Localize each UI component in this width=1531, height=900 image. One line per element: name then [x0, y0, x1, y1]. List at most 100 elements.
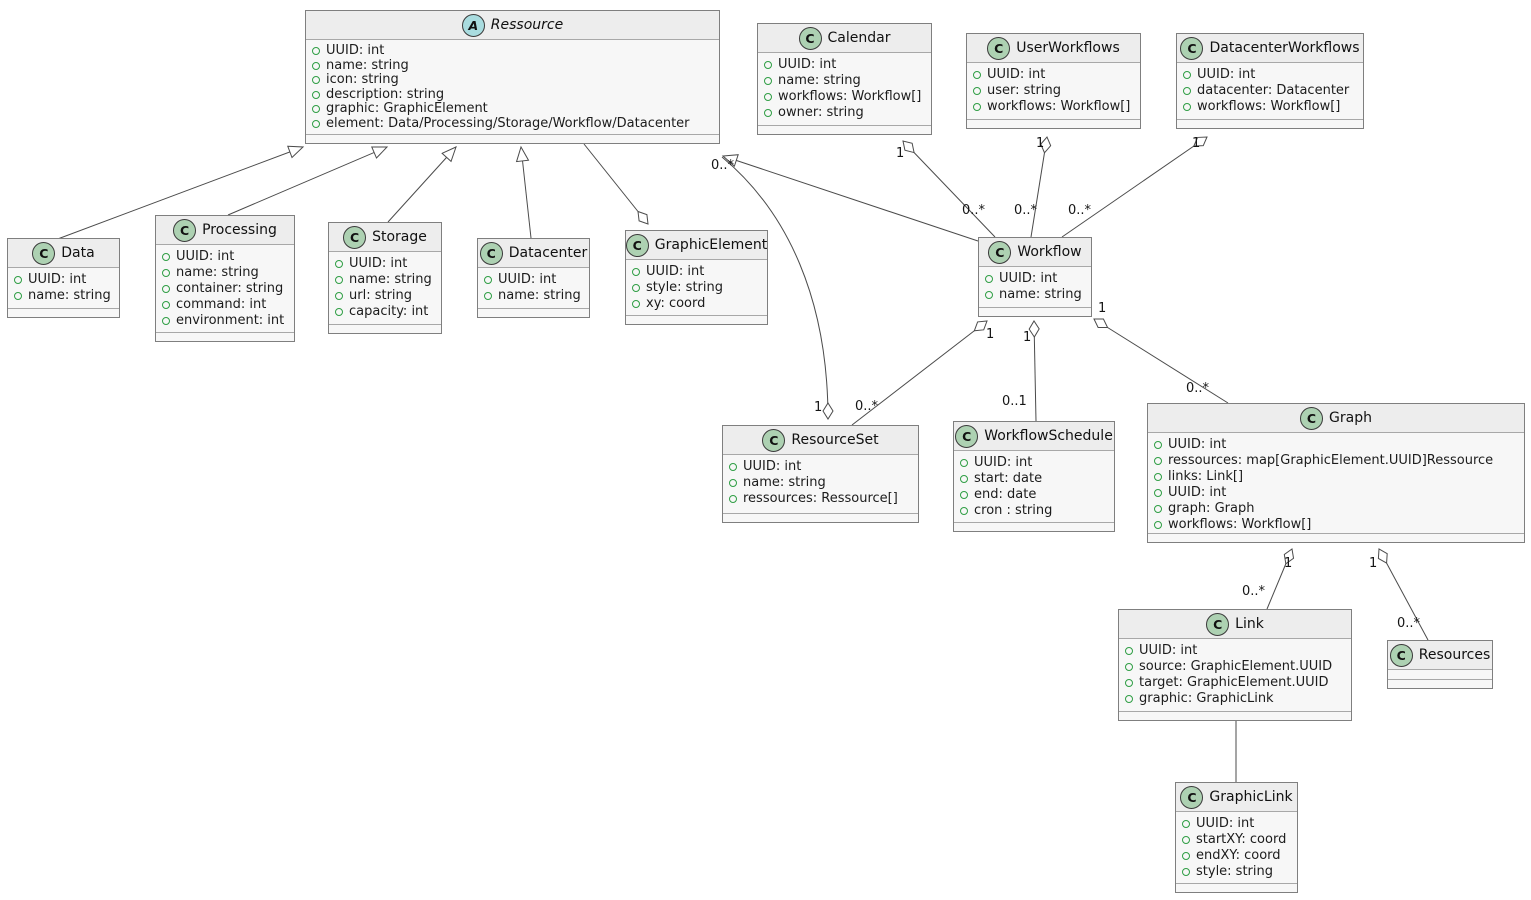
- edge-workflow-extends-ressource: [721, 154, 979, 242]
- field-visibility-icon: [162, 253, 170, 261]
- edge-ressource-graphicelement-aggregation: [583, 143, 649, 225]
- class-attribute: workflows: Workflow[]: [973, 99, 1132, 115]
- attribute-text: UUID: int: [1197, 67, 1256, 82]
- multiplicity-label: 1: [986, 327, 995, 342]
- class-datacenter-methods-compartment: [478, 308, 589, 317]
- multiplicity-label: 1: [1369, 556, 1378, 571]
- class-graphicelement-methods-compartment: [626, 315, 767, 324]
- attribute-text: UUID: int: [778, 57, 837, 72]
- class-attribute: workflows: Workflow[]: [764, 89, 923, 105]
- class-attribute: command: int: [162, 297, 286, 313]
- attribute-text: start: date: [974, 471, 1043, 486]
- class-attribute: UUID: int: [960, 455, 1106, 471]
- attribute-text: workflows: Workflow[]: [987, 99, 1131, 114]
- class-attribute: name: string: [729, 475, 910, 491]
- class-icon: C: [1206, 612, 1230, 636]
- attribute-text: command: int: [176, 297, 267, 312]
- class-attribute: name: string: [312, 58, 711, 74]
- edge-workflow-datacenterworkflows-aggregation: [1061, 136, 1208, 238]
- class-resourceset-methods-compartment: [723, 513, 918, 522]
- class-userworkflows-title: UserWorkflows: [1016, 40, 1120, 56]
- class-icon: C: [987, 36, 1011, 60]
- edge-processing-extends-ressource: [227, 146, 389, 216]
- field-visibility-icon: [312, 76, 320, 85]
- field-visibility-icon: [632, 268, 640, 276]
- field-visibility-icon: [985, 275, 993, 283]
- attribute-text: UUID: int: [646, 264, 705, 279]
- class-icon: C: [1180, 36, 1204, 60]
- multiplicity-label: 0..*: [711, 158, 735, 173]
- field-visibility-icon: [312, 119, 320, 128]
- field-visibility-icon: [1154, 457, 1162, 465]
- class-resources: C Resources: [1387, 640, 1493, 689]
- attribute-text: UUID: int: [326, 43, 385, 58]
- attribute-text: url: string: [349, 288, 413, 303]
- class-attribute: workflows: Workflow[]: [1154, 517, 1516, 533]
- field-visibility-icon: [960, 507, 968, 515]
- field-visibility-icon: [335, 276, 343, 284]
- class-attribute: style: string: [1182, 864, 1289, 880]
- field-visibility-icon: [1154, 473, 1162, 481]
- class-workflow-methods-compartment: [979, 307, 1091, 316]
- class-icon: C: [955, 424, 979, 448]
- edge-data-extends-ressource: [54, 145, 305, 241]
- class-graphicelement-header: C GraphicElement: [626, 231, 767, 260]
- attribute-text: name: string: [778, 73, 861, 88]
- class-attribute: start: date: [960, 471, 1106, 487]
- field-visibility-icon: [1182, 820, 1190, 828]
- class-icon: C: [762, 428, 786, 452]
- attribute-text: environment: int: [176, 313, 285, 328]
- field-visibility-icon: [335, 308, 343, 316]
- field-visibility-icon: [973, 103, 981, 111]
- abstract-class-icon: A: [461, 13, 485, 37]
- field-visibility-icon: [764, 109, 772, 117]
- class-calendar-title: Calendar: [827, 30, 891, 46]
- attribute-text: UUID: int: [1168, 485, 1227, 500]
- class-processing-methods-compartment: [156, 332, 294, 341]
- multiplicity-label: 1: [814, 400, 823, 415]
- class-attribute: UUID: int: [1154, 485, 1516, 501]
- attribute-text: UUID: int: [176, 249, 235, 264]
- field-visibility-icon: [1183, 103, 1191, 111]
- class-attribute: UUID: int: [1154, 437, 1516, 453]
- attribute-text: UUID: int: [987, 67, 1046, 82]
- class-attribute: name: string: [14, 288, 111, 304]
- multiplicity-label: 0..1: [1002, 394, 1027, 409]
- attribute-text: ressources: Ressource[]: [743, 491, 898, 506]
- field-visibility-icon: [632, 300, 640, 308]
- class-attribute: owner: string: [764, 105, 923, 121]
- field-visibility-icon: [985, 291, 993, 299]
- attribute-text: target: GraphicElement.UUID: [1139, 675, 1329, 690]
- attribute-text: xy: coord: [646, 296, 706, 311]
- class-attribute: UUID: int: [764, 57, 923, 73]
- multiplicity-label: 0..*: [1014, 203, 1038, 218]
- class-attribute: UUID: int: [1182, 816, 1289, 832]
- class-datacenterworkflows-methods-compartment: [1177, 119, 1363, 128]
- field-visibility-icon: [1154, 489, 1162, 497]
- class-resources-title: Resources: [1418, 647, 1491, 663]
- class-attribute: endXY: coord: [1182, 848, 1289, 864]
- attribute-text: links: Link[]: [1168, 469, 1244, 484]
- field-visibility-icon: [1125, 679, 1133, 687]
- class-icon: C: [1389, 643, 1413, 667]
- attribute-text: name: string: [28, 288, 111, 303]
- attribute-text: UUID: int: [1168, 437, 1227, 452]
- class-workflow-title: Workflow: [1017, 244, 1082, 260]
- field-visibility-icon: [312, 90, 320, 99]
- class-attribute: source: GraphicElement.UUID: [1125, 659, 1343, 675]
- class-attribute: name: string: [162, 265, 286, 281]
- class-calendar-header: C Calendar: [758, 24, 931, 53]
- class-processing-header: C Processing: [156, 216, 294, 245]
- field-visibility-icon: [632, 284, 640, 292]
